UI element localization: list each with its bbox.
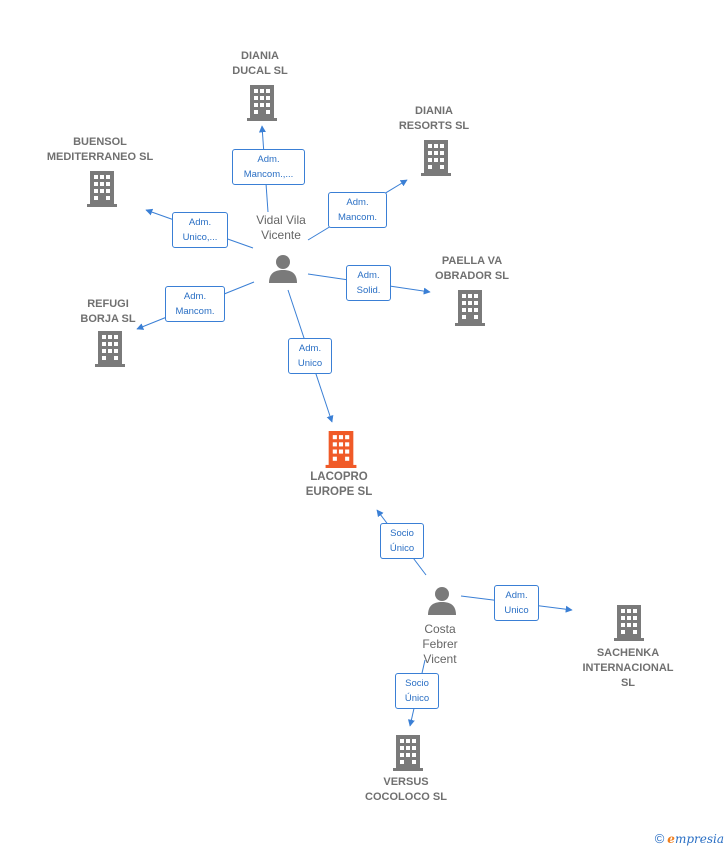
company-label-diania-resorts[interactable]: DIANIA RESORTS SL: [398, 105, 470, 132]
building-icon[interactable]: [247, 85, 277, 121]
edge-label-costa-versus: Socio Único: [395, 673, 439, 709]
person-label-vidal[interactable]: Vidal Vila Vicente: [256, 213, 306, 242]
edge-label-costa-sachenka: Adm. Unico: [494, 585, 539, 621]
edge-label-vidal-buensol: Adm. Unico,...: [172, 212, 228, 248]
edge-label-vidal-lacopro: Adm. Unico: [288, 338, 332, 374]
building-icon[interactable]: [455, 290, 485, 326]
copyright-icon: ©: [654, 831, 665, 846]
company-label-diania-ducal[interactable]: DIANIA DUCAL SL: [232, 50, 288, 77]
company-label-versus[interactable]: VERSUS COCOLOCO SL: [365, 776, 447, 803]
company-label-lacopro[interactable]: LACOPRO EUROPE SL: [305, 471, 373, 498]
edge-label-costa-lacopro: Socio Único: [380, 523, 424, 559]
building-icon[interactable]: [95, 331, 125, 367]
company-label-paella[interactable]: PAELLA VA OBRADOR SL: [435, 255, 509, 282]
brand-name: mpresia: [674, 832, 724, 846]
edge-label-vidal-paella: Adm. Solid.: [346, 265, 391, 301]
person-icon[interactable]: [427, 586, 457, 616]
edge-label-vidal-refugi: Adm. Mancom.: [165, 286, 225, 322]
brand-footer[interactable]: ©empresia: [655, 831, 724, 846]
company-label-sachenka[interactable]: SACHENKA INTERNACIONAL SL: [582, 647, 674, 689]
main-building-icon[interactable]: [325, 431, 357, 468]
building-icon[interactable]: [393, 735, 423, 771]
person-icon[interactable]: [268, 254, 298, 284]
building-icon[interactable]: [87, 171, 117, 207]
building-icon[interactable]: [421, 140, 451, 176]
company-label-refugi[interactable]: REFUGI BORJA SL: [80, 298, 136, 325]
building-icon[interactable]: [614, 605, 644, 641]
edge-label-vidal-diania-ducal: Adm. Mancom.,...: [232, 149, 305, 185]
edge-label-vidal-diania-resorts: Adm. Mancom.: [328, 192, 387, 228]
person-label-costa[interactable]: Costa Febrer Vicent: [422, 622, 458, 666]
brand-logo-e: e: [667, 832, 675, 846]
company-label-buensol[interactable]: BUENSOL MEDITERRANEO SL: [46, 136, 154, 163]
